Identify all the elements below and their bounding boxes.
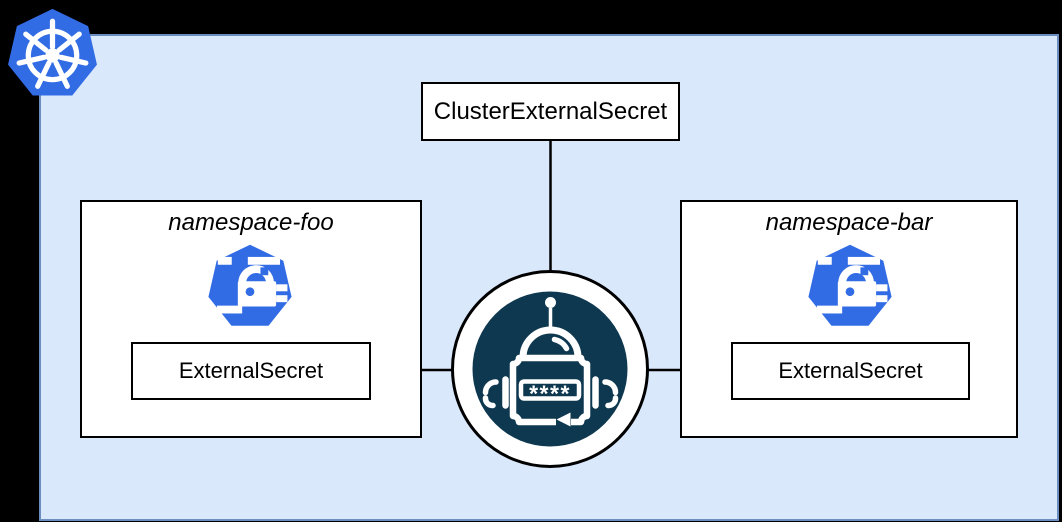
namespace-foo-label: namespace-foo — [168, 209, 334, 236]
cluster-external-secret-label: ClusterExternalSecret — [433, 97, 668, 125]
external-secret-label: ExternalSecret — [178, 358, 324, 383]
external-secret-label: ExternalSecret — [778, 358, 923, 383]
kubernetes-secret-icon — [808, 244, 892, 326]
cluster-external-secret-box: ClusterExternalSecret — [421, 82, 680, 141]
kubernetes-logo-icon — [8, 8, 97, 96]
external-secret-box-bar: ExternalSecret — [731, 342, 970, 400]
namespace-bar-label: namespace-bar — [765, 209, 933, 236]
kubernetes-secret-icon — [208, 244, 292, 326]
external-secret-box-foo: ExternalSecret — [131, 342, 371, 400]
